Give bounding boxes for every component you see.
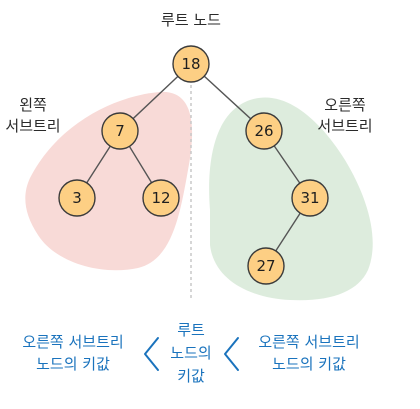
node-circle bbox=[245, 112, 283, 150]
less-than-sign-left bbox=[144, 337, 159, 371]
tree-node-left-left: 3 bbox=[58, 179, 96, 217]
left-subtree-label-line2: 서브트리 bbox=[5, 117, 60, 135]
comparison-center-line2: 노드의 bbox=[170, 344, 211, 362]
comparison-right-line1: 오른쪽 서브트리 bbox=[258, 333, 359, 351]
root-node-label: 루트 노드 bbox=[161, 11, 221, 29]
comparison-center-line1: 루트 bbox=[177, 321, 205, 339]
node-key: 12 bbox=[151, 189, 170, 207]
tree-node-right: 26 bbox=[245, 112, 283, 150]
node-circle bbox=[58, 179, 96, 217]
tree-node-root: 18 bbox=[172, 45, 210, 83]
less-than-sign-right bbox=[224, 337, 239, 371]
node-key: 31 bbox=[300, 189, 319, 207]
comparison-center-line3: 키값 bbox=[177, 367, 205, 385]
comparison-left-line1: 오른쪽 서브트리 bbox=[22, 333, 123, 351]
node-key: 27 bbox=[256, 257, 275, 275]
node-key: 7 bbox=[115, 122, 125, 140]
node-key: 18 bbox=[181, 55, 200, 73]
node-circle bbox=[172, 45, 210, 83]
left-subtree-label-line1: 왼쪽 bbox=[19, 96, 47, 114]
tree-node-right-right: 31 bbox=[291, 179, 329, 217]
right-subtree-region bbox=[209, 97, 373, 301]
tree-node-left: 7 bbox=[101, 112, 139, 150]
node-circle bbox=[101, 112, 139, 150]
node-circle bbox=[247, 247, 285, 285]
node-circle bbox=[291, 179, 329, 217]
tree-node-right-right-left: 27 bbox=[247, 247, 285, 285]
comparison-left-line2: 노드의 키값 bbox=[36, 355, 110, 373]
right-subtree-label-line1: 오른쪽 bbox=[324, 96, 366, 114]
left-subtree-region bbox=[25, 91, 193, 271]
comparison-right-line2: 노드의 키값 bbox=[272, 355, 346, 373]
tree-node-left-right: 12 bbox=[142, 179, 180, 217]
node-key: 3 bbox=[72, 189, 82, 207]
node-key: 26 bbox=[254, 122, 273, 140]
node-circle bbox=[142, 179, 180, 217]
right-subtree-label-line2: 서브트리 bbox=[317, 117, 372, 135]
